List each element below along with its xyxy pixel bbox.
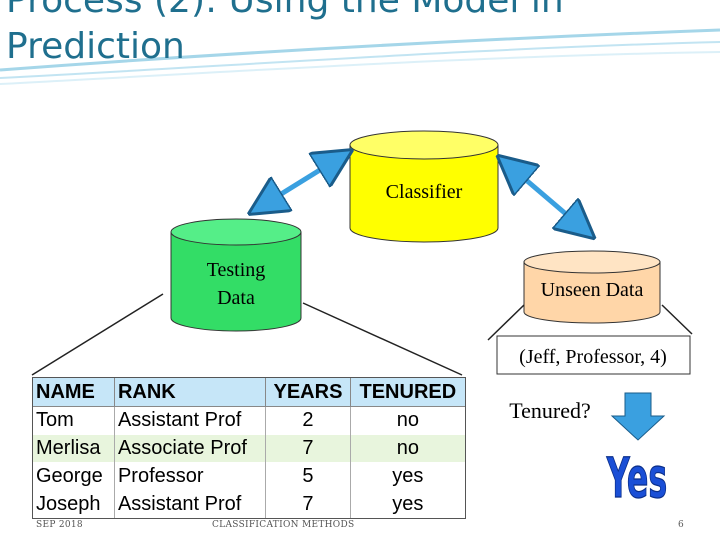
cell-rank: Professor [114, 462, 267, 491]
cell-years: 5 [265, 462, 351, 491]
cell-rank: Associate Prof [114, 434, 267, 463]
cell-years: 2 [265, 406, 351, 435]
cell-tenured: no [396, 409, 419, 432]
answer-yes-text: Yes [606, 446, 667, 511]
unseen-label: Unseen Data [541, 279, 644, 301]
classifier-label: Classifier [386, 181, 463, 203]
unseen-fan-line-right [661, 304, 693, 335]
cell-name: Joseph [33, 490, 115, 518]
title-swoosh-decoration [0, 28, 720, 85]
query-tuple-box [496, 335, 691, 375]
cell-tenured: no [350, 434, 465, 463]
down-arrow-icon [610, 392, 666, 441]
slide-title-line2: Prediction [6, 26, 185, 67]
classifier-cylinder: Classifier [349, 130, 499, 243]
testing-classifier-arrow [265, 160, 336, 204]
classifier-unseen-arrow [512, 168, 580, 226]
cell-years: 7 [265, 434, 351, 463]
header-name: NAME [33, 378, 115, 407]
cell-name: Tom [33, 406, 115, 435]
testing-data-table: NAME RANK YEARS TENURED Tom Assistant Pr… [32, 377, 466, 519]
testing-label-line2: Data [217, 287, 255, 309]
cell-rank: Assistant Prof [114, 406, 267, 435]
footer-date: SEP 2018 [36, 520, 83, 530]
table-row: George Professor 5 yes [33, 462, 465, 491]
testing-label-line1: Testing [207, 259, 266, 281]
cell-tenured: yes [392, 464, 424, 487]
cell-name: George [33, 462, 115, 491]
question-text: Tenured? [509, 398, 591, 423]
slide-title-line1: Process (2): Using the Model in [6, 0, 564, 21]
cell-name: Merlisa [33, 434, 115, 463]
cell-years: 7 [265, 490, 351, 518]
header-rank: RANK [114, 378, 267, 407]
testing-fan-line-left [31, 293, 164, 376]
footer-course: CLASSIFICATION METHODS [212, 520, 355, 530]
unseen-fan-line-left [487, 304, 525, 341]
header-tenured: TENURED [350, 378, 465, 407]
cell-tenured: yes [392, 492, 424, 515]
cell-rank: Assistant Prof [114, 490, 267, 518]
table-row: Joseph Assistant Prof 7 yes [33, 490, 465, 518]
footer-page-number: 6 [678, 520, 685, 530]
slide-title: Process (2): Using the Model in Predicti… [6, 0, 706, 70]
unseen-data-cylinder: Unseen Data [523, 250, 661, 324]
table-row: Tom Assistant Prof 2 no [33, 406, 465, 435]
testing-fan-line-right [302, 302, 463, 376]
table-row: Merlisa Associate Prof 7 no [33, 434, 465, 463]
header-years: YEARS [265, 378, 351, 407]
query-tuple-text: (Jeff, Professor, 4) [519, 346, 667, 368]
testing-data-cylinder: Testing Data [170, 218, 302, 332]
table-header-row: NAME RANK YEARS TENURED [33, 378, 465, 407]
